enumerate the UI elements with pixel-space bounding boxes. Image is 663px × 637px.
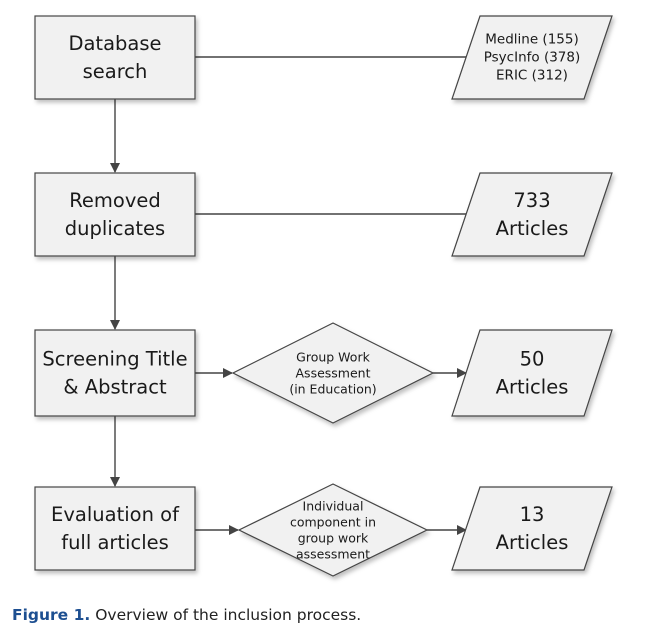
- step-label: Evaluation of: [51, 503, 180, 526]
- step-removed-duplicates: Removed duplicates: [34, 172, 196, 257]
- output-parallelogram: [451, 486, 613, 571]
- criterion-label: group work: [298, 531, 369, 546]
- criterion-label: Group Work: [296, 350, 370, 365]
- step-box: [34, 15, 196, 100]
- figure-caption: Figure 1. Overview of the inclusion proc…: [12, 606, 361, 624]
- output-label: 50: [520, 348, 545, 371]
- step-label: search: [83, 60, 148, 83]
- step-box: [34, 329, 196, 417]
- output-label: 13: [520, 503, 545, 526]
- step-evaluation-full-articles: Evaluation of full articles: [34, 486, 196, 571]
- step-label: & Abstract: [63, 376, 167, 399]
- step-label: duplicates: [65, 217, 165, 240]
- caption-text: Overview of the inclusion process.: [95, 606, 362, 624]
- step-screening-title-abstract: Screening Title & Abstract: [34, 329, 196, 417]
- step-box: [34, 486, 196, 571]
- criterion-label: Assessment: [296, 366, 371, 381]
- criterion-label: assessment: [296, 547, 370, 562]
- step-label: full articles: [61, 531, 169, 554]
- criterion-label: Individual: [303, 499, 364, 514]
- criterion-diamond: [237, 483, 429, 577]
- caption-label: Figure 1.: [12, 606, 91, 624]
- criterion-label: (in Education): [289, 382, 376, 397]
- output-label: Articles: [496, 376, 569, 399]
- output-label: 733: [513, 189, 550, 212]
- criterion-label: component in: [290, 515, 376, 530]
- output-parallelogram: [451, 329, 613, 417]
- step-database-search: Database search: [34, 15, 196, 100]
- output-label: PsycInfo (378): [484, 50, 581, 66]
- criterion-diamond: [231, 322, 435, 424]
- connectors: [110, 52, 481, 535]
- output-label: Articles: [496, 531, 569, 554]
- output-label: ERIC (312): [496, 68, 568, 84]
- output-label: Medline (155): [485, 32, 578, 48]
- output-label: Articles: [496, 217, 569, 240]
- step-box: [34, 172, 196, 257]
- output-parallelogram: [451, 15, 613, 100]
- output-database-counts: Medline (155) PsycInfo (378) ERIC (312): [451, 15, 613, 100]
- output-parallelogram: [451, 172, 613, 257]
- step-label: Screening Title: [42, 348, 187, 371]
- step-label: Removed: [69, 189, 161, 212]
- step-label: Database: [68, 32, 161, 55]
